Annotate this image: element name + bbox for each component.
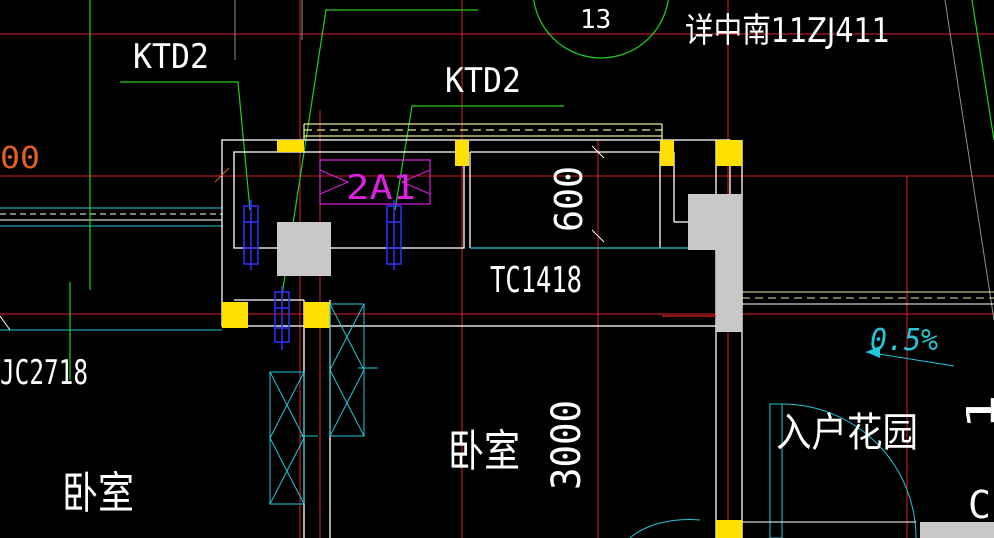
slope-label: 0.5% xyxy=(870,323,938,358)
room-bedroom-center: 卧室 xyxy=(448,426,520,477)
dim-600-label: 600 xyxy=(547,166,591,232)
dim-ticks xyxy=(214,145,605,243)
gray-fills xyxy=(277,194,994,538)
left-wall-lines xyxy=(0,207,222,331)
detail-number: 13 xyxy=(580,5,611,35)
gray-guides xyxy=(234,0,994,321)
dim-3000-label: 3000 xyxy=(544,400,590,490)
room-entrance-garden: 入户花园 xyxy=(776,410,918,456)
ac-unit-label: 2A1 xyxy=(346,168,416,208)
ktd-left-label: KTD2 xyxy=(133,37,209,77)
columns xyxy=(222,140,742,538)
ktd-right-label: KTD2 xyxy=(445,61,521,101)
dim-partial-left: 00 xyxy=(0,141,40,176)
text-labels: KTD2 KTD2 00 TC1418 JC2718 0.5% 600 3000… xyxy=(0,37,994,527)
room-bedroom-left: 卧室 xyxy=(62,468,134,519)
window-jc-label: JC2718 xyxy=(0,353,88,393)
ac-unit-2a1: 2A1 xyxy=(319,159,431,208)
detail-callout: 13 详中南11ZJ411 xyxy=(533,0,890,59)
partial-code-right: C xyxy=(968,483,991,527)
dim-partial-right: 1 xyxy=(959,394,994,430)
detail-reference: 详中南11ZJ411 xyxy=(685,11,890,51)
leader-lines xyxy=(69,0,994,380)
window-tc-label: TC1418 xyxy=(490,260,582,301)
door-elements xyxy=(269,291,994,538)
room-labels: 卧室 卧室 入户花园 xyxy=(62,410,918,519)
ktd-symbols xyxy=(243,200,402,350)
